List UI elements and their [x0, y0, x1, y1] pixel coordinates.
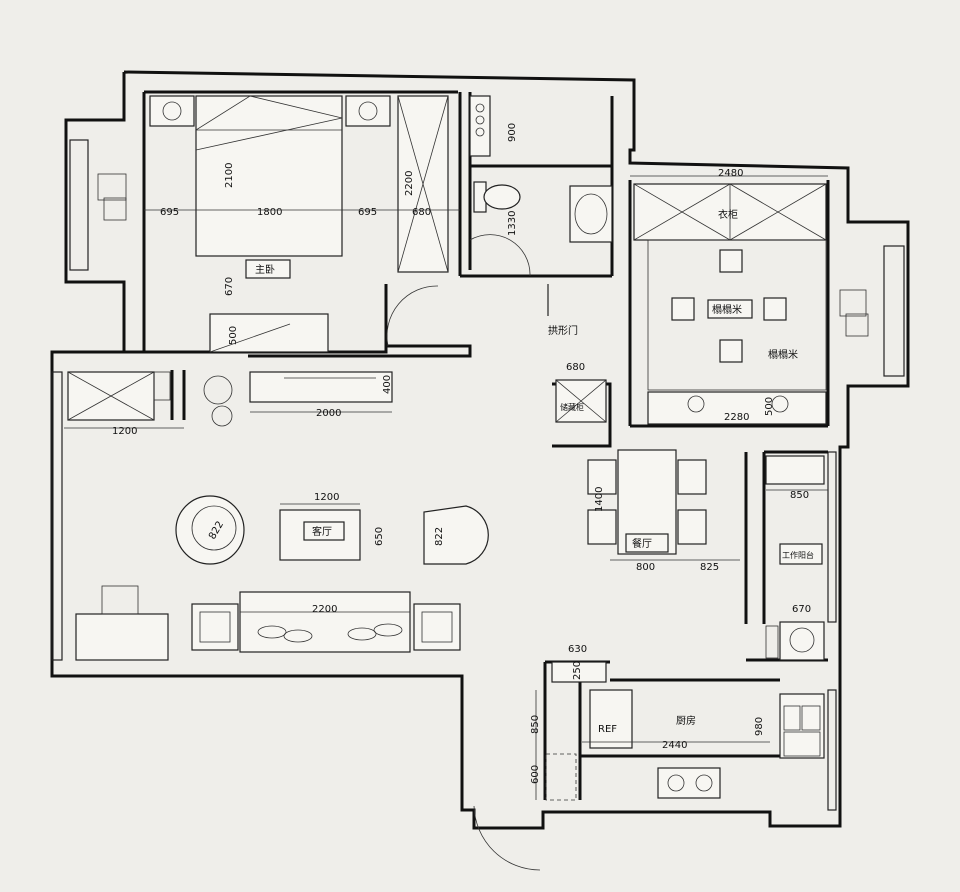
svg-text:800: 800	[636, 562, 655, 573]
bed	[195, 95, 343, 257]
svg-text:822: 822	[434, 527, 445, 546]
tatami-label: 榻榻米	[712, 303, 742, 316]
stove-icon	[657, 767, 721, 799]
work-balcony-label: 工作阳台	[782, 550, 814, 560]
living-room: 1200 400 2000 1200 客厅 650 822 822	[64, 371, 489, 661]
svg-text:1400: 1400	[594, 487, 605, 512]
svg-text:670: 670	[792, 604, 811, 615]
master-bedroom: 主卧 695 1800 695 680 2100 2200 670 500	[97, 95, 460, 353]
svg-text:1330: 1330	[507, 211, 518, 236]
svg-text:500: 500	[764, 397, 775, 416]
work-balcony: 850 工作阳台 670	[765, 455, 828, 661]
desk-tatami	[647, 391, 827, 425]
fridge	[589, 689, 633, 749]
nightstand-right	[345, 95, 391, 127]
svg-text:850: 850	[790, 490, 809, 501]
kitchen-label: 厨房	[676, 714, 696, 727]
svg-text:1800: 1800	[257, 207, 282, 218]
tv-cabinet-bedroom	[209, 313, 329, 353]
svg-text:825: 825	[700, 562, 719, 573]
arch-door-label: 拱形门	[548, 324, 578, 337]
kitchen: 630 250 850 600 REF 厨房 2440 980	[473, 644, 825, 871]
svg-text:2200: 2200	[312, 604, 337, 615]
svg-text:670: 670	[224, 277, 235, 296]
svg-text:850: 850	[530, 715, 541, 734]
nightstand-left	[149, 95, 195, 127]
svg-text:1200: 1200	[112, 426, 137, 437]
svg-text:600: 600	[530, 765, 541, 784]
svg-text:250: 250	[572, 661, 583, 680]
svg-text:2440: 2440	[662, 740, 687, 751]
fridge-label: REF	[598, 724, 617, 735]
svg-text:400: 400	[382, 375, 393, 394]
svg-text:630: 630	[568, 644, 587, 655]
arch-door-swing	[386, 285, 439, 347]
sofa	[239, 591, 411, 653]
tatami-room: 2480 衣柜 榻榻米 榻榻米 2280 500	[630, 168, 869, 425]
dining: 餐厅 1400 800 825	[587, 449, 740, 573]
plant-icon	[97, 173, 127, 221]
wardrobe-label: 衣柜	[718, 208, 738, 221]
bathroom: 900 1330	[469, 95, 613, 277]
side-cabinet	[75, 613, 169, 661]
side-table-left	[191, 603, 239, 651]
exterior-walls	[50, 70, 910, 830]
svg-text:650: 650	[374, 527, 385, 546]
interior-walls	[124, 90, 830, 800]
washing-machine-icon	[779, 621, 825, 661]
washbasin-icon	[569, 185, 613, 243]
svg-text:695: 695	[160, 207, 179, 218]
sink-icon	[783, 705, 821, 757]
master-bedroom-label: 主卧	[255, 263, 275, 276]
storage: 680 储藏柜	[555, 362, 607, 423]
dining-label: 餐厅	[632, 537, 652, 550]
toilet-icon	[473, 181, 521, 213]
plant-icon	[203, 375, 233, 427]
svg-text:2200: 2200	[404, 171, 415, 196]
svg-text:680: 680	[412, 207, 431, 218]
side-table-right	[413, 603, 461, 651]
svg-text:1200: 1200	[314, 492, 339, 503]
tatami-label-2: 榻榻米	[768, 348, 798, 361]
svg-text:980: 980	[754, 717, 765, 736]
svg-text:2480: 2480	[718, 168, 743, 179]
room-label-box	[245, 259, 291, 279]
svg-text:900: 900	[507, 123, 518, 142]
svg-text:680: 680	[566, 362, 585, 373]
armchair-right	[423, 505, 489, 565]
living-room-label: 客厅	[312, 525, 332, 538]
svg-text:2100: 2100	[224, 163, 235, 188]
svg-text:2000: 2000	[316, 408, 341, 419]
tv-cabinet-living	[249, 371, 393, 403]
svg-text:2280: 2280	[724, 412, 749, 423]
armchair-left	[175, 495, 245, 565]
storage-label: 储藏柜	[560, 402, 584, 412]
svg-text:695: 695	[358, 207, 377, 218]
plant-icon	[839, 289, 869, 337]
svg-text:500: 500	[228, 326, 239, 345]
